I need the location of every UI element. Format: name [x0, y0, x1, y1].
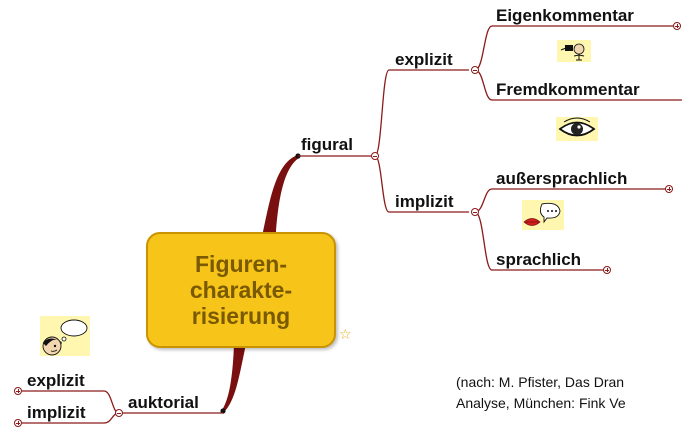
topic-sprachlich[interactable]: sprachlich — [496, 250, 582, 269]
topic-auktorial-implizit[interactable]: implizit — [27, 403, 86, 422]
collapse-toggle-auktorial[interactable] — [115, 409, 123, 417]
expand-toggle-sprachlich[interactable] — [603, 266, 611, 274]
thinking-face-icon — [40, 316, 90, 356]
topic-figural[interactable]: figural — [301, 135, 353, 154]
topic-auktorial[interactable]: auktorial — [128, 393, 199, 412]
topic-figural-explizit[interactable]: explizit — [395, 50, 453, 69]
citation: (nach: M. Pfister, Das Dran Analyse, Mün… — [456, 372, 626, 414]
edge-implizit-sprachlich — [474, 211, 493, 271]
expand-toggle-aussersprachlich[interactable] — [665, 185, 673, 193]
edge-explizit-fremdkommentar — [474, 69, 493, 101]
trunk-auktorial — [222, 344, 246, 411]
expand-toggle-eigenkommentar[interactable] — [673, 22, 681, 30]
central-topic-line-1: Figuren- — [195, 251, 287, 278]
trunk-figural — [263, 155, 299, 232]
central-topic-line-3: risierung — [191, 302, 291, 329]
topic-aussersprachlich[interactable]: außersprachlich — [496, 169, 628, 188]
node-dot-auktorial — [220, 408, 226, 414]
topic-auktorial-explizit[interactable]: explizit — [27, 371, 85, 390]
collapse-toggle-figural[interactable] — [371, 152, 379, 160]
topic-eigenkommentar[interactable]: Eigenkommentar — [496, 6, 634, 25]
topic-fremdkommentar[interactable]: Fremdkommentar — [496, 80, 640, 99]
edge-figural-implizit — [374, 155, 390, 213]
lips-speech-bubble-icon — [522, 200, 564, 230]
topic-figural-implizit[interactable]: implizit — [395, 192, 454, 211]
expand-toggle-auktorial-implizit[interactable] — [14, 419, 22, 427]
edge-figural-explizit — [374, 69, 390, 157]
star-icon: ☆ — [339, 326, 352, 342]
edge-explizit-eigenkommentar — [474, 25, 493, 71]
central-topic[interactable]: Figuren- charakte- risierung — [146, 232, 336, 348]
citation-line-1: (nach: M. Pfister, Das Dran — [456, 374, 625, 390]
speaker-pointing-icon — [557, 40, 591, 62]
central-topic-line-2: charakte- — [189, 277, 293, 303]
collapse-toggle-explizit[interactable] — [471, 66, 479, 74]
expand-toggle-auktorial-explizit[interactable] — [14, 387, 22, 395]
eye-icon — [556, 117, 598, 141]
collapse-toggle-implizit[interactable] — [471, 208, 479, 216]
citation-line-2: Analyse, München: Fink Ve — [456, 395, 626, 411]
